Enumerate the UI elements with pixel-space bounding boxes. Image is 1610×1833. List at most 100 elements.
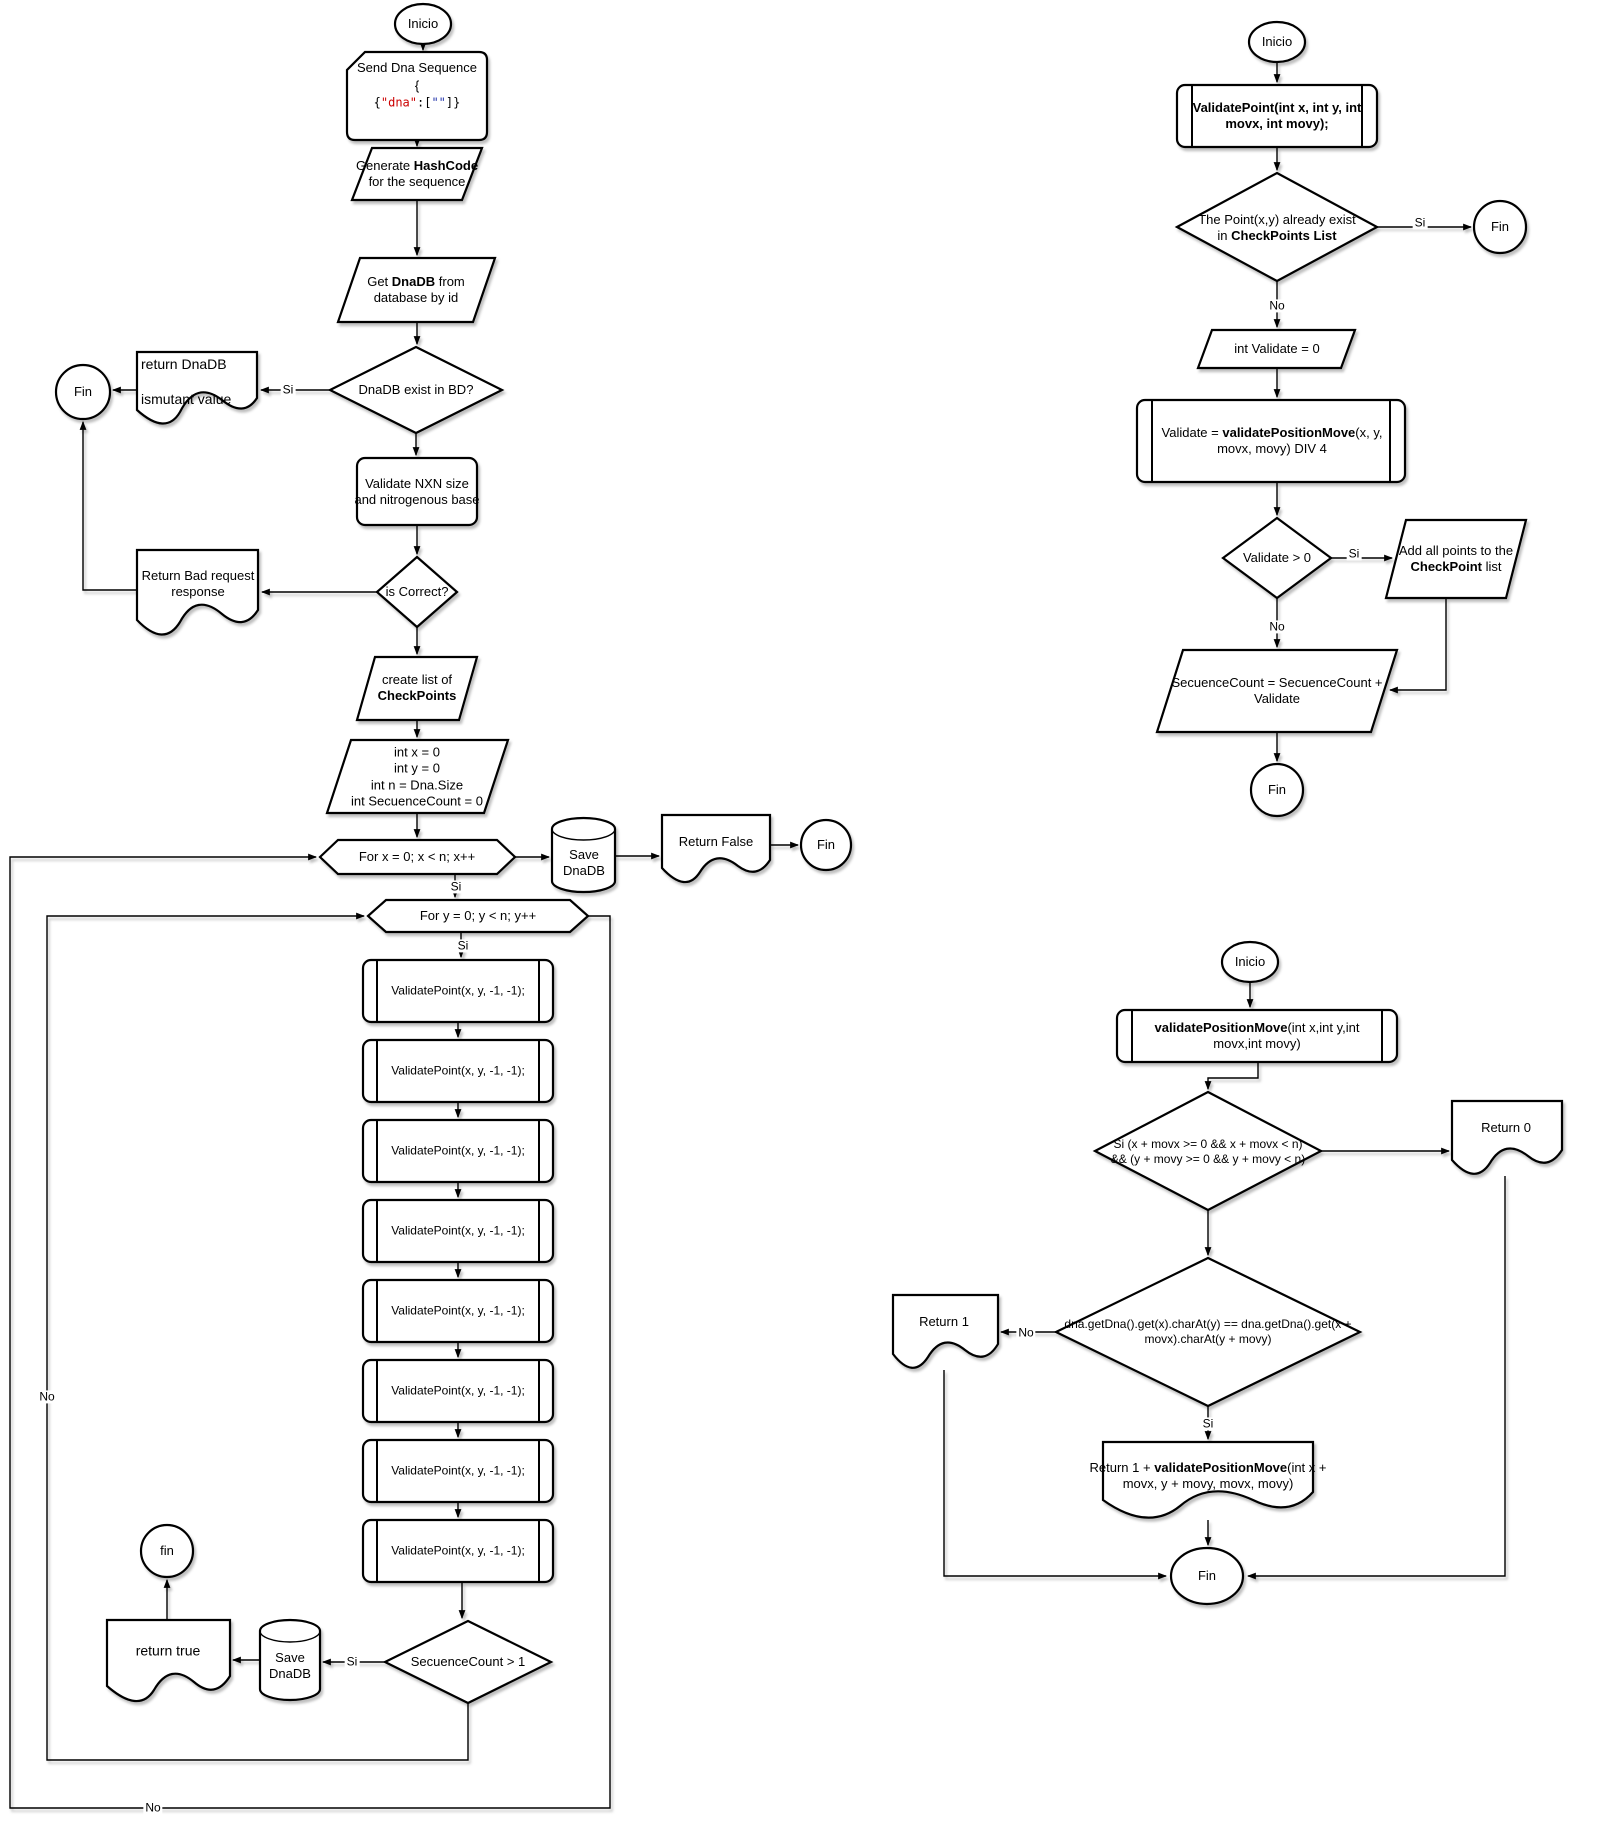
get-dnadb-label: Get DnaDB from database by id	[367, 273, 465, 305]
for-x-hexagon	[318, 838, 517, 876]
main-start-label: Inicio	[407, 15, 439, 31]
vp-label-8: ValidatePoint(x, y, -1, -1);	[391, 1543, 525, 1558]
return-dnadb-label: return DnaDB ismutant value	[141, 356, 232, 407]
c3-header-label: validatePositionMove(int x,int y,int mov…	[1154, 1019, 1360, 1051]
send-dna-brace: {	[414, 77, 420, 93]
c3-return0-document	[1450, 1099, 1564, 1175]
bad-request-document	[135, 548, 260, 636]
edge-fory-no-loop	[9, 853, 611, 1809]
main-si-label-exist: Si	[280, 382, 296, 397]
vp-label-1: ValidatePoint(x, y, -1, -1);	[391, 983, 525, 998]
vp-box-1-bars	[376, 960, 540, 1022]
create-list-parallelogram	[355, 655, 479, 722]
c2-start-ellipse	[1247, 20, 1307, 64]
init-vars-parallelogram	[325, 738, 510, 815]
c3-return0-label: Return 0	[1481, 1119, 1531, 1135]
vp-label-2: ValidatePoint(x, y, -1, -1);	[391, 1063, 525, 1078]
edge-c3-header-bounds	[1204, 1062, 1259, 1091]
save-dnadb-cylinder-bottom-lip	[259, 1630, 321, 1643]
c2-exists-diamond	[1174, 171, 1380, 283]
c2-call-label: Validate = validatePositionMove(x, y, mo…	[1161, 424, 1383, 456]
c2-si-label-exists: Si	[1412, 215, 1428, 230]
c2-header-subroutine	[1175, 83, 1379, 149]
send-dna-card	[345, 50, 489, 142]
c3-bounds-label: Si (x + movx >= 0 && x + movx < n) && (y…	[1110, 1137, 1306, 1166]
c2-sum-parallelogram	[1155, 648, 1399, 734]
for-y-label: For y = 0; y < n; y++	[419, 907, 537, 923]
vp-label-5: ValidatePoint(x, y, -1, -1);	[391, 1303, 525, 1318]
save-dnadb-bottom-label: Save DnaDB	[269, 1649, 311, 1681]
c3-fin-label: Fin	[1197, 1567, 1217, 1583]
c2-si-label-gt: Si	[1346, 546, 1362, 561]
vp-label-6: ValidatePoint(x, y, -1, -1);	[391, 1383, 525, 1398]
fin-circle-c	[139, 1523, 195, 1579]
c2-no-label-exists: No	[1267, 298, 1287, 313]
vp-label-3: ValidatePoint(x, y, -1, -1);	[391, 1143, 525, 1158]
fin-a-label: Fin	[73, 383, 93, 399]
return-dnadb-document	[135, 350, 259, 425]
c3-recurse-document	[1101, 1440, 1315, 1519]
vp-label-7: ValidatePoint(x, y, -1, -1);	[391, 1463, 525, 1478]
for-y-hexagon	[366, 898, 590, 934]
save-dnadb-cylinder-top	[550, 816, 617, 894]
fin-b-label: Fin	[816, 836, 836, 852]
c2-no-label-gt: No	[1267, 619, 1287, 634]
c2-fin-circle-right	[1472, 199, 1528, 255]
vp-box-5-bars	[376, 1280, 540, 1342]
edge-bad-fin	[79, 420, 137, 591]
vp-box-8-bars	[376, 1520, 540, 1582]
vp-box-5	[361, 1278, 555, 1344]
edge-seq-no-loop	[46, 912, 469, 1761]
vp-box-7-bars	[376, 1440, 540, 1502]
c2-gt-zero-diamond	[1221, 516, 1333, 600]
edge-c2-add-sum	[1388, 598, 1447, 694]
c2-fin-bottom-label: Fin	[1267, 781, 1287, 797]
secuencecount-diamond	[382, 1619, 554, 1705]
c2-init-validate-label: int Validate = 0	[1234, 340, 1320, 356]
c2-gt-zero-label: Validate > 0	[1242, 549, 1312, 565]
vp-box-4	[361, 1198, 555, 1264]
c3-bounds-diamond	[1092, 1090, 1324, 1212]
c3-start-ellipse	[1220, 940, 1280, 984]
c2-fin-right-label: Fin	[1490, 218, 1510, 234]
main-si-label-seq: Si	[344, 1654, 360, 1669]
validate-point-subroutines	[361, 958, 555, 1584]
create-list-label: create list of CheckPoints	[377, 671, 457, 703]
c2-header-label: ValidatePoint(int x, int y, int movx, in…	[1192, 99, 1362, 131]
send-dna-title: Send Dna Sequence	[357, 59, 477, 75]
save-dnadb-top-label: Save DnaDB	[563, 846, 605, 878]
main-si-label-forx: Si	[448, 879, 464, 894]
c3-start-label: Inicio	[1234, 953, 1266, 969]
init-vars-label: int x = 0 int y = 0 int n = Dna.Size int…	[351, 744, 483, 809]
edge-c3-return1-fin	[943, 1370, 1168, 1580]
c2-start-label: Inicio	[1261, 33, 1293, 49]
fin-circle-a	[54, 363, 112, 421]
vp-label-4: ValidatePoint(x, y, -1, -1);	[391, 1223, 525, 1238]
vp-box-1	[361, 958, 555, 1024]
dnadb-exist-label: DnaDB exist in BD?	[358, 381, 474, 397]
vp-box-8	[361, 1518, 555, 1584]
c2-seq-sum-label: SecuenceCount = SecuenceCount + Validate	[1171, 674, 1383, 706]
vp-box-6-bars	[376, 1360, 540, 1422]
c3-no-label: No	[1016, 1325, 1036, 1340]
c2-call-bars	[1151, 400, 1391, 482]
vp-box-7	[361, 1438, 555, 1504]
c3-return1-label: Return 1	[919, 1313, 969, 1329]
c2-add-points-label: Add all points to the CheckPoint list	[1398, 542, 1514, 574]
start-ellipse	[393, 2, 453, 46]
main-no-label-bottom: No	[143, 1800, 163, 1815]
vp-box-2-bars	[376, 1040, 540, 1102]
return-false-label: Return False	[678, 833, 754, 849]
validate-position-move-flowchart	[891, 940, 1564, 1606]
c3-fin-ellipse	[1169, 1546, 1245, 1606]
c3-header-bars	[1131, 1010, 1383, 1062]
is-correct-diamond	[375, 555, 459, 629]
bad-request-label: Return Bad request response	[141, 567, 255, 599]
fin-circle-b	[799, 818, 853, 872]
c3-si-label: Si	[1200, 1416, 1216, 1431]
edge-c3-return0-fin	[1246, 1176, 1506, 1580]
secuencecount-label: SecuenceCount > 1	[410, 1653, 526, 1669]
generate-hash-label: Generate HashCode for the sequence	[355, 157, 479, 189]
